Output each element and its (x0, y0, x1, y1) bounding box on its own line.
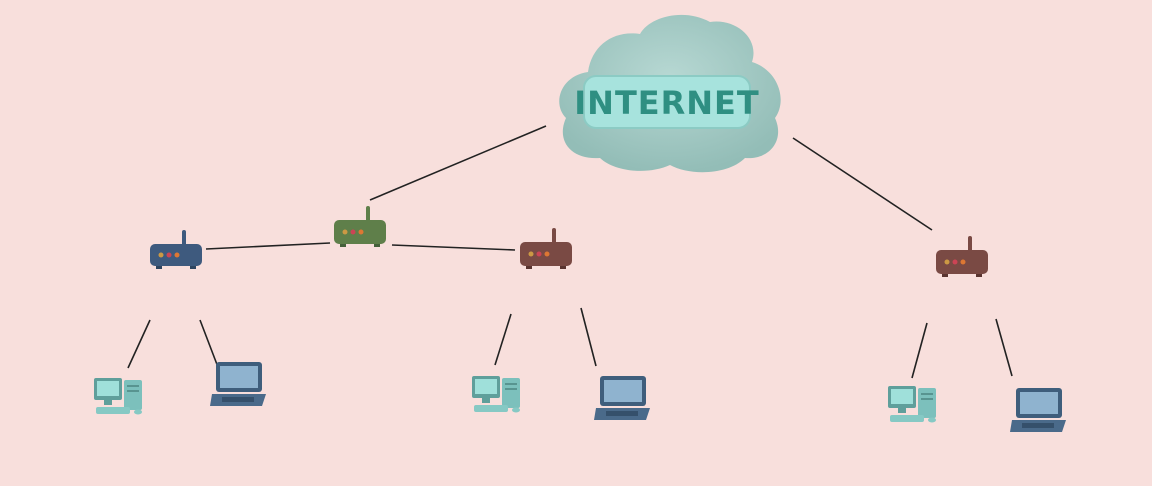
link-router-right-laptop-3 (995, 318, 1013, 377)
desktop-computer-icon (94, 378, 142, 415)
links (127, 125, 1013, 379)
desktop-3 (888, 386, 936, 423)
link-router-center-router-middle (391, 244, 516, 251)
laptop-icon (1010, 388, 1066, 432)
link-router-left-router-center (205, 242, 331, 250)
link-router-middle-desktop-2 (494, 313, 512, 366)
router-led (944, 259, 950, 265)
router-led (350, 229, 356, 235)
link-router-right-desktop-3 (911, 322, 928, 379)
desktop-computer-icon (472, 376, 520, 413)
laptop-2 (594, 376, 650, 420)
cloud-banner (583, 75, 751, 129)
desktop-2 (472, 376, 520, 413)
router-foot (942, 274, 948, 277)
router-foot (190, 266, 196, 269)
laptop-1 (210, 362, 266, 406)
link-cloud-router-right (792, 137, 933, 231)
router-led (158, 252, 164, 258)
router-foot (374, 244, 380, 247)
desktop-computer-icon (888, 386, 936, 423)
laptop-icon (594, 376, 650, 420)
router-led (960, 259, 966, 265)
link-cloud-router-center (369, 125, 547, 201)
cloud-label: INTERNET (574, 84, 759, 122)
router-led (342, 229, 348, 235)
router-left (150, 230, 202, 269)
router-foot (976, 274, 982, 277)
link-router-middle-laptop-2 (580, 307, 597, 367)
router-right (936, 236, 988, 277)
router-led (536, 251, 542, 257)
router-led (174, 252, 180, 258)
router-led (544, 251, 550, 257)
laptop-icon (210, 362, 266, 406)
link-router-left-desktop-1 (127, 319, 151, 369)
router-middle (520, 228, 572, 269)
router-foot (156, 266, 162, 269)
router-led (358, 229, 364, 235)
router-led (952, 259, 958, 265)
internet-cloud: INTERNET (559, 14, 781, 173)
router-led (528, 251, 534, 257)
router-foot (560, 266, 566, 269)
router-foot (526, 266, 532, 269)
router-led (166, 252, 172, 258)
router-center (334, 206, 386, 247)
desktop-1 (94, 378, 142, 415)
router-foot (340, 244, 346, 247)
laptop-3 (1010, 388, 1066, 432)
